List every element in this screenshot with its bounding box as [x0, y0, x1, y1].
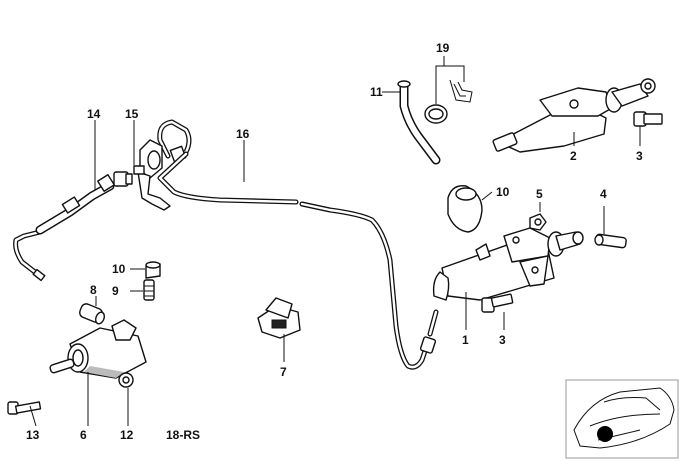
callout-10: 6 [80, 428, 87, 442]
part-16-damper-bracket [133, 119, 192, 211]
callout-16: 15 [125, 107, 139, 121]
callout-17: 16 [236, 127, 250, 141]
part-4-pin [594, 233, 627, 249]
callout-12: 10 [112, 262, 126, 276]
part-10-slave-cylinder [49, 319, 147, 379]
part-13-bolt [7, 401, 42, 415]
callout-9: 8 [90, 283, 97, 297]
callout-13: 13 [26, 428, 40, 442]
callout-7: 11 [370, 85, 383, 99]
leader-lines [29, 56, 641, 427]
part-6-boot [447, 185, 483, 233]
part-3-bolt-lower [481, 293, 514, 313]
callout-8: 7 [280, 365, 287, 379]
callout-14: 12 [120, 428, 134, 442]
part-11-bleed-screw [143, 279, 155, 301]
callout-2: 2 [570, 149, 577, 163]
car-location-inset [565, 379, 679, 459]
part-8-bracket [257, 297, 301, 339]
callout-3-lower: 3 [499, 333, 506, 347]
callout-5: 5 [536, 187, 543, 201]
callout-19: 19 [436, 41, 450, 55]
part-5-nut [529, 213, 547, 231]
callout-15: 14 [87, 107, 101, 121]
part-12-dust-cap [145, 261, 161, 279]
part-17-clutch-pipe [157, 151, 439, 370]
callout-4: 4 [600, 187, 607, 201]
callout-3-top: 3 [636, 149, 643, 163]
diagram-title: 18-RS [166, 428, 200, 442]
part-14-nut [118, 372, 134, 388]
callout-labels: 14 15 16 10 9 8 13 6 12 18-RS 7 1 3 10 5… [26, 41, 643, 442]
part-2-assembly [492, 78, 656, 153]
location-marker [597, 426, 613, 442]
part-3-bolt-top [633, 111, 663, 127]
part-9-connector [78, 303, 106, 325]
part-7-hose [397, 80, 441, 165]
part-15-clutch-hose [13, 171, 133, 282]
callout-1: 1 [462, 333, 469, 347]
callout-6: 10 [496, 185, 510, 199]
callout-11: 9 [112, 284, 119, 298]
part-1-master-cylinder [432, 227, 584, 301]
part-19-clamp-ring [424, 79, 473, 124]
